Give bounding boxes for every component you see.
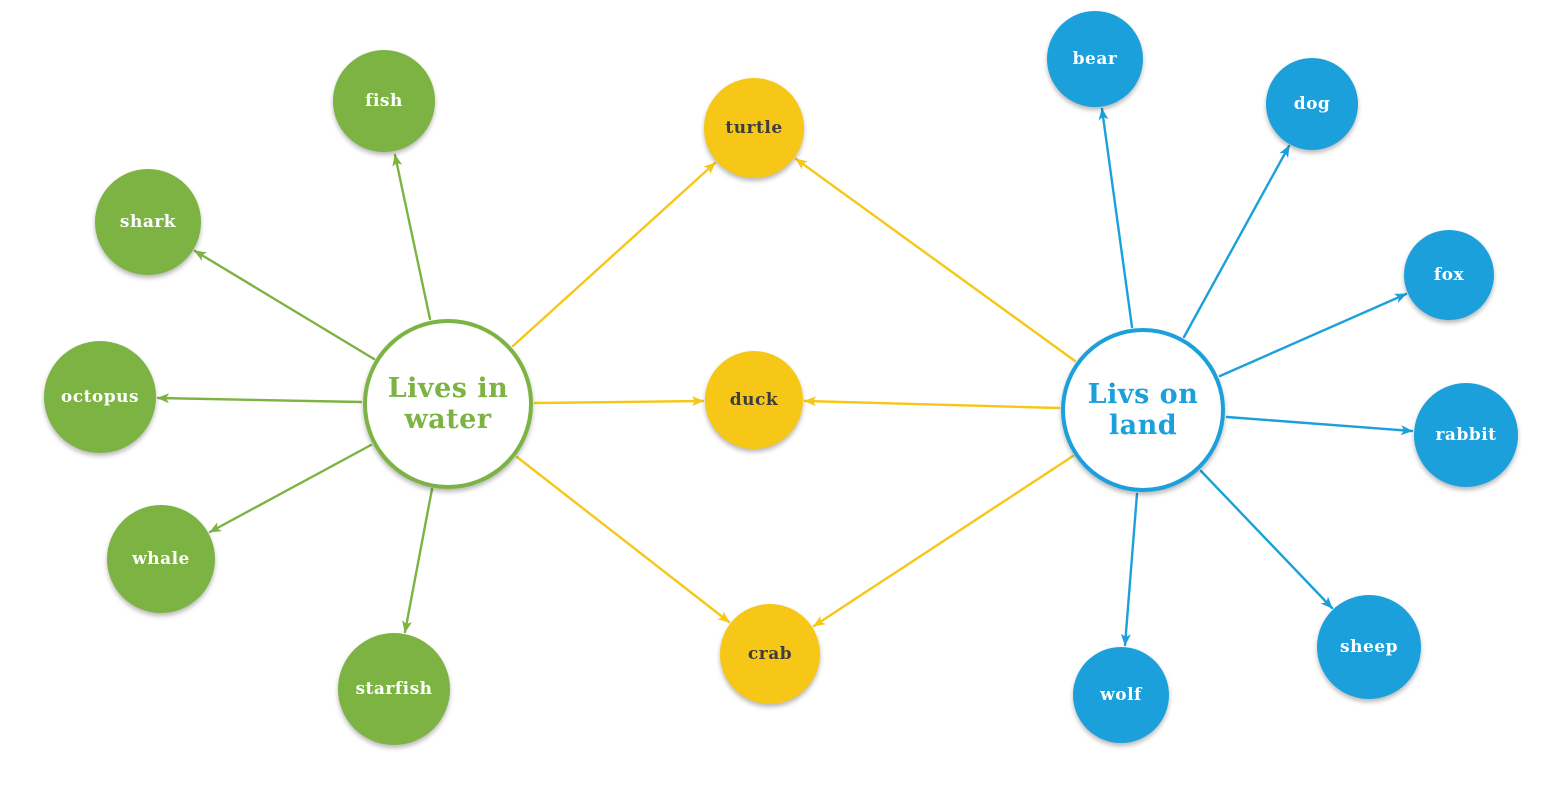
edge-water-starfish (402, 487, 434, 634)
node-octopus-label: octopus (60, 387, 140, 407)
node-rabbit[interactable]: rabbit (1414, 383, 1518, 487)
hub-lives-in-water[interactable]: Lives in water (363, 319, 533, 489)
edge-land-duck (803, 396, 1061, 410)
node-whale-label: whale (132, 549, 190, 569)
edge-water-fish (392, 153, 432, 321)
edge-water-turtle (511, 161, 717, 348)
node-turtle[interactable]: turtle (704, 78, 804, 178)
node-turtle-label: turtle (725, 118, 783, 138)
node-wolf-label: wolf (1100, 685, 1142, 705)
node-octopus[interactable]: octopus (44, 341, 156, 453)
edge-water-duck (533, 396, 705, 407)
hub-lives-in-water-label: Lives in water (387, 373, 509, 435)
edge-water-shark (193, 249, 376, 361)
node-bear[interactable]: bear (1047, 11, 1143, 107)
edge-land-bear (1098, 107, 1134, 329)
edge-water-whale (208, 443, 373, 534)
node-sheep-label: sheep (1340, 637, 1398, 657)
edge-land-dog (1182, 144, 1291, 339)
edge-land-crab (812, 454, 1075, 628)
node-duck[interactable]: duck (705, 351, 803, 449)
edge-land-sheep (1199, 469, 1334, 610)
edge-land-fox (1218, 292, 1408, 378)
node-starfish-label: starfish (355, 679, 433, 699)
node-starfish[interactable]: starfish (338, 633, 450, 745)
edge-water-crab (515, 455, 731, 624)
hub-livs-on-land-label: Livs on land (1087, 379, 1199, 441)
node-duck-label: duck (729, 390, 779, 410)
node-crab[interactable]: crab (720, 604, 820, 704)
edge-water-octopus (156, 393, 363, 404)
node-fox-label: fox (1433, 265, 1465, 285)
edge-land-turtle (794, 157, 1077, 363)
node-fish[interactable]: fish (333, 50, 435, 152)
edge-land-wolf (1120, 492, 1139, 647)
node-rabbit-label: rabbit (1435, 425, 1497, 445)
node-wolf[interactable]: wolf (1073, 647, 1169, 743)
node-shark[interactable]: shark (95, 169, 201, 275)
node-fish-label: fish (365, 91, 403, 111)
node-bear-label: bear (1072, 49, 1118, 69)
node-crab-label: crab (747, 644, 793, 664)
node-whale[interactable]: whale (107, 505, 215, 613)
node-dog[interactable]: dog (1266, 58, 1358, 150)
node-dog-label: dog (1293, 94, 1331, 114)
node-sheep[interactable]: sheep (1317, 595, 1421, 699)
edge-land-rabbit (1225, 415, 1414, 436)
hub-livs-on-land[interactable]: Livs on land (1061, 328, 1225, 492)
node-shark-label: shark (119, 212, 177, 232)
node-fox[interactable]: fox (1404, 230, 1494, 320)
